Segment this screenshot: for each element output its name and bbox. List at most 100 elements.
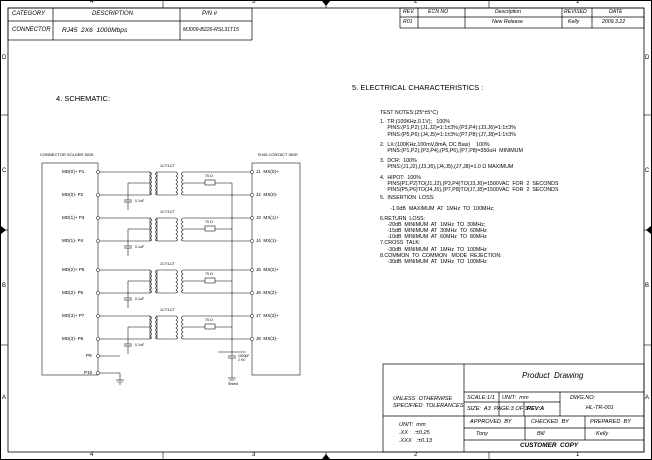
zone-number: 3	[252, 0, 256, 5]
approved-by: Tony	[476, 431, 488, 437]
checked-by-label: CHECKED BY	[531, 419, 569, 425]
note-line: -30dB MINIMUM AT 1MHz TO 100MHz	[380, 246, 487, 253]
rev-description: New Release	[492, 19, 523, 25]
resistor-label: 75 Ω	[205, 220, 213, 224]
revised-by: Kelly	[568, 19, 580, 25]
capacitor-label: 0.1uF	[135, 297, 145, 301]
part-number: MJ009-B226-RSL31T15	[183, 27, 239, 33]
note-line: -10dB MINIMUM AT 60MHz TO 80MHz	[380, 234, 487, 241]
note-line: 5. INSERTION LOSS:	[380, 195, 435, 202]
checked-by: Bill	[537, 431, 545, 437]
note-line: PINS:(P1,P2):(J1,J2)=1:1±3%;(P3,P4):(J3,…	[380, 125, 516, 132]
note-line: PINS:(P5,P6):(J4,J5)=1:1±3%;(P7,P8):(J7,…	[380, 131, 516, 138]
contact-label: J6 MX(2)-	[256, 290, 278, 295]
zone-number: 4	[90, 452, 94, 458]
transformer-label: 1CT:1CT	[160, 164, 175, 168]
tolerance-unit: UNIT: mm	[399, 422, 426, 428]
rev-header: REV.	[403, 9, 415, 15]
tolerance-note: UNLESS OTHERWISE SPECIFIED TOLERANCES	[393, 396, 464, 409]
schematic-title: 4. SCHEMATIC:	[56, 94, 111, 103]
note-line: 1. TR:(100KHz,0.1V); 100%	[380, 119, 450, 126]
transformer-label: 1CT:1CT	[160, 308, 175, 312]
dwg-label: DWG.NO:	[570, 395, 596, 401]
scale-value: SCALE:1/1	[467, 395, 495, 401]
resistor-label: 75 Ω	[205, 318, 213, 322]
zone-number: 4	[90, 0, 94, 5]
note-line: 6.RETURN LOSS:	[380, 215, 426, 222]
pin-label: MD(0)+ P1	[62, 169, 85, 174]
zone-letter: D	[645, 55, 650, 61]
pin-label: MD(0)- P2	[62, 192, 84, 197]
note-line: -30dB MINIMUM AT 1MHz TO 100MHz	[380, 259, 487, 266]
shield-label: Shield	[228, 382, 238, 386]
contact-label: J4 MX(1)-	[256, 238, 278, 243]
note-line: PINS(P5,P6)TO(J4,J5),(P7,P8)TO(J7,J8)=15…	[380, 187, 559, 194]
rev-value: R01	[403, 19, 413, 25]
zone-number: 2	[414, 0, 418, 5]
capacitor-label: 0.1uF	[135, 245, 145, 249]
rj45-contact-side-label: RJ45 CONTACT SIDE	[258, 152, 298, 157]
pin-label: P9	[86, 353, 92, 358]
prepared-by: Kelly	[596, 431, 609, 437]
capacitor-label: 0.1uF	[135, 199, 145, 203]
transformer-label: 1CT:1CT	[160, 262, 175, 266]
contact-label: J7 MX(3)+	[256, 313, 279, 318]
title-block	[382, 363, 645, 453]
note-line: 3. DCR: 100%	[380, 158, 417, 165]
resistor-label: 75 Ω	[205, 174, 213, 178]
revision-date: 2009.3.22	[602, 19, 626, 25]
customer-copy-label: CUSTOMER COPY	[520, 442, 579, 449]
zone-number: 1	[576, 0, 580, 5]
note-line: 2. LX:(100KHz,100mV,8mA, DC Bias) 100%	[380, 141, 490, 148]
zone-letter: C	[645, 168, 650, 174]
transformer-label: 1CT:1CT	[160, 210, 175, 214]
note-line: 8.COMMON TO COMMON MODE REJECTION:	[380, 252, 502, 259]
connector-solder-side-label: CONNECTOR SOLDER SIDE	[40, 152, 94, 157]
zone-number: 3	[252, 452, 256, 458]
pin-label: MD(2)+ P5	[62, 267, 85, 272]
note-line: -1.0dB MAXIMUM AT 1MHz TO 100MHz;	[380, 206, 495, 213]
contact-label: J5 MX(2)+	[256, 267, 279, 272]
dwg-number: HL-TR-001	[586, 405, 614, 411]
tolerance-xxx: .XXX :±0.13	[399, 438, 432, 444]
prepared-by-label: PREPARED BY	[590, 419, 631, 425]
page-number: PAGE:3 OF 3	[494, 406, 528, 412]
rev-description-header: Description	[495, 9, 521, 15]
part-table-header-category: CATEGORY	[12, 11, 46, 17]
contact-label: J3 MX(1)+	[256, 215, 279, 220]
capacitor-label: 0.1uF	[135, 343, 145, 347]
note-line: -20dB MINIMUM AT 1MHz TO 30MHz;	[380, 221, 486, 228]
zone-number: 1	[576, 452, 580, 458]
zone-letter: D	[2, 55, 7, 61]
part-table-header-pn: P/N #	[202, 11, 218, 17]
resistor-label: 75 Ω	[205, 272, 213, 276]
drawing-title: Product Drawing	[522, 371, 584, 380]
part-table-header-description: DESCRIPTION	[92, 11, 134, 17]
zone-letter: A	[2, 395, 7, 401]
sheet-size: SIZE: A3	[467, 406, 491, 412]
pin-label: MD(1)- P4	[62, 238, 84, 243]
approved-by-label: APPROVED BY	[470, 419, 512, 425]
electrical-notes: TEST NOTES:(25°±5°C) 1. TR:(100KHz,0.1V)…	[380, 110, 559, 265]
note-line: TEST NOTES:(25°±5°C)	[380, 110, 438, 116]
ecn-header: ECN NO	[428, 9, 449, 15]
contact-label: J8 MX(3)-	[256, 336, 278, 341]
note-line: 4. HIPOT: 100%	[380, 174, 421, 181]
contact-label: J2 MX(0)-	[256, 192, 278, 197]
pin-label: P10	[84, 370, 93, 375]
zone-letter: A	[645, 395, 650, 401]
schematic-diagram	[41, 162, 301, 385]
revised-header: REVISED	[564, 9, 587, 15]
date-header: DATE	[609, 9, 623, 15]
revision-value: REV:A	[527, 406, 545, 412]
pin-label: MD(2)- P6	[62, 290, 84, 295]
tolerance-xx: .XX :±0.25	[399, 430, 430, 436]
contact-label: J1 MX(0)+	[256, 169, 279, 174]
note-line: -15dB MINIMUM AT 30MHz TO 60MHz	[380, 228, 487, 235]
part-description: RJ45 2X6 1000Mbps	[62, 27, 128, 34]
note-line: 7.CROSS TALK:	[380, 240, 421, 247]
pin-label: MD(3)+ P7	[62, 313, 85, 318]
pin-label: MD(1)+ P3	[62, 215, 85, 220]
hv-capacitor-label: 1000pF 2 KV	[238, 354, 250, 362]
